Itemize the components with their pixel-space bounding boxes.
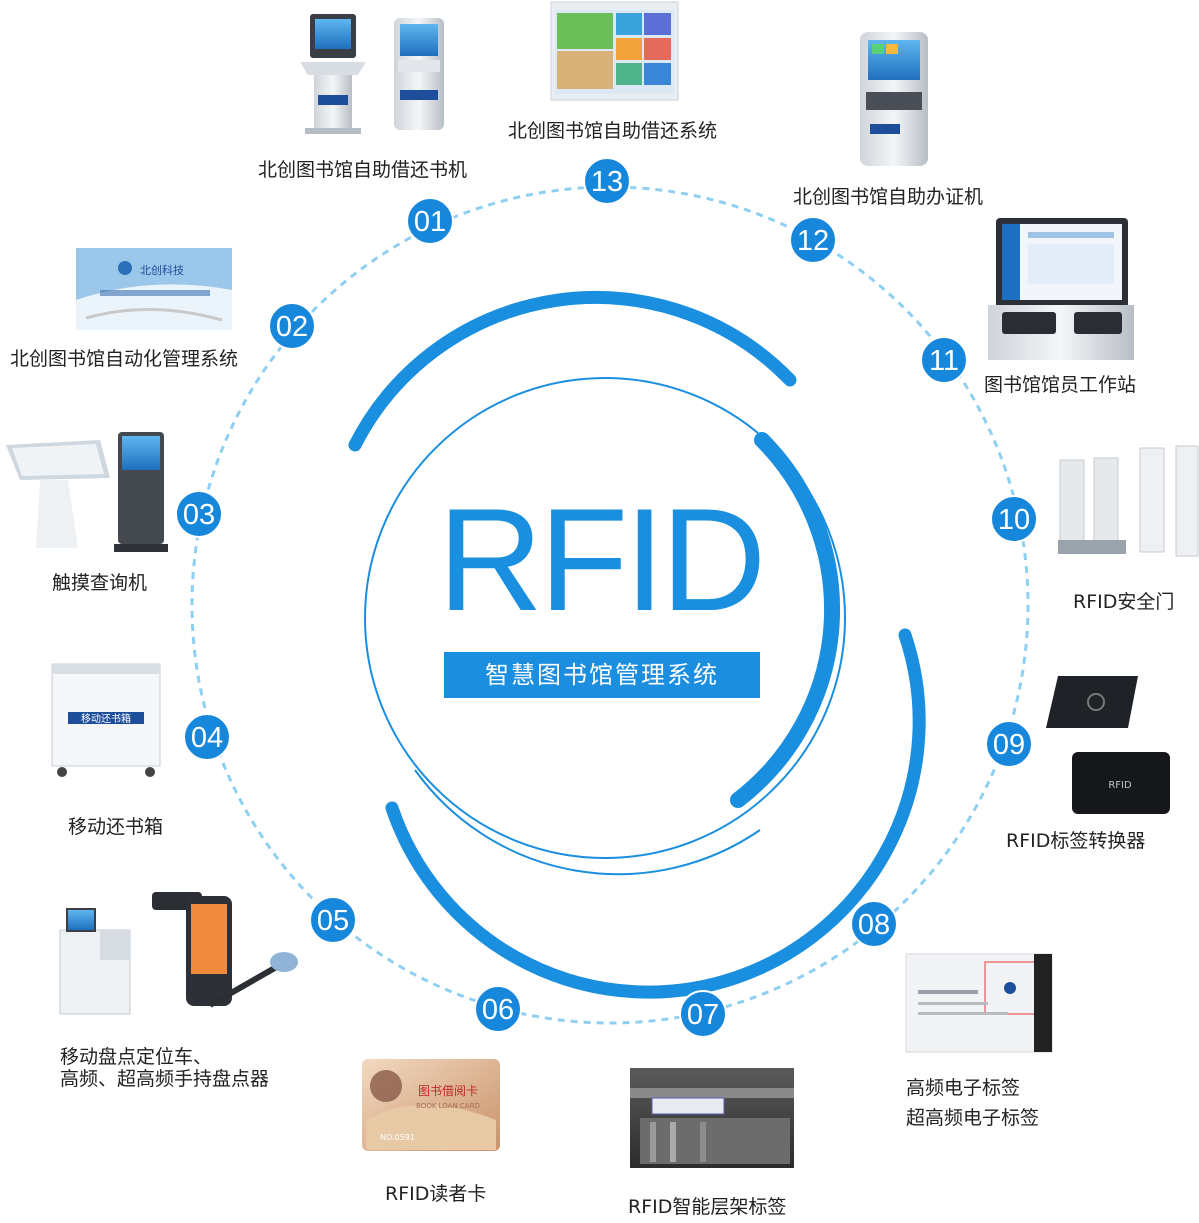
- node-badge-08: [850, 900, 898, 948]
- node-badge-02: [268, 302, 316, 350]
- node-badge-03: [175, 490, 223, 538]
- node-badge-05: [309, 896, 357, 944]
- node-badge-01: [406, 197, 454, 245]
- tag-converter-image: RFID: [1046, 676, 1170, 814]
- node-label-05b: 高频、超高频手持盘点器: [60, 1068, 270, 1090]
- node-badge-number-06: 06: [482, 994, 514, 1026]
- node-label-08a: 高频电子标签: [906, 1077, 1021, 1099]
- node-label-02: 北创图书馆自动化管理系统: [10, 348, 239, 370]
- node-label-01: 北创图书馆自助借还书机: [258, 159, 468, 181]
- center-title: RFID: [437, 478, 767, 641]
- security-gate-image: [1058, 445, 1199, 557]
- node-label-06: RFID读者卡: [385, 1183, 487, 1205]
- number-badges: 01 02 03 04 05 06 07 08 09 10 11 12 13: [175, 157, 1038, 1038]
- central-rings: [348, 290, 926, 999]
- self-checkout-kiosk-image: [300, 14, 444, 134]
- return-box-text: 移动还书箱: [81, 712, 131, 725]
- node-badge-13: [583, 157, 631, 205]
- node-badge-number-08: 08: [858, 909, 890, 941]
- inventory-cart-handheld-image: [59, 892, 298, 1015]
- node-label-12: 北创图书馆自助办证机: [793, 186, 984, 208]
- node-badge-number-04: 04: [191, 722, 223, 754]
- mobile-return-box-image: 移动还书箱: [51, 663, 161, 777]
- reader-card-number: NO.0591: [380, 1133, 415, 1142]
- software-brand-text: 北创科技: [140, 263, 184, 277]
- node-label-11: 图书馆馆员工作站: [984, 374, 1137, 396]
- converter-text: RFID: [1108, 780, 1132, 791]
- node-badge-number-05: 05: [317, 905, 349, 937]
- node-badge-number-09: 09: [993, 729, 1025, 761]
- reader-card-subtitle: BOOK LOAN CARD: [416, 1102, 480, 1110]
- node-label-07: RFID智能层架标签: [628, 1196, 787, 1218]
- node-badge-number-11: 11: [929, 345, 959, 377]
- node-badge-09: [985, 720, 1033, 768]
- touch-query-machine-image: [6, 432, 168, 552]
- node-badge-10: [990, 495, 1038, 543]
- node-label-04: 移动还书箱: [68, 816, 164, 838]
- node-badge-number-12: 12: [797, 225, 829, 257]
- node-label-13: 北创图书馆自助借还系统: [508, 120, 718, 142]
- reader-card-title: 图书借阅卡: [418, 1084, 478, 1098]
- card-issuing-kiosk-image: [860, 32, 928, 166]
- node-badge-06: [474, 985, 522, 1033]
- librarian-workstation-image: [988, 218, 1134, 360]
- node-badge-number-07: 07: [687, 999, 719, 1031]
- node-badge-12: [789, 216, 837, 264]
- self-service-system-screen-image: [550, 1, 679, 101]
- center-subtitle: 智慧图书馆管理系统: [444, 652, 760, 698]
- node-label-05a: 移动盘点定位车、: [60, 1046, 213, 1068]
- shelf-label-image: [630, 1068, 794, 1168]
- node-badge-number-10: 10: [998, 504, 1030, 536]
- node-badge-07: [679, 990, 727, 1038]
- node-badge-number-13: 13: [591, 166, 623, 198]
- electronic-tag-image: [905, 953, 1053, 1053]
- management-software-image: 北创科技: [76, 248, 232, 330]
- node-badge-11: [920, 336, 968, 384]
- reader-card-image: 图书借阅卡 BOOK LOAN CARD NO.0591: [362, 1059, 500, 1151]
- node-badge-number-02: 02: [276, 311, 308, 343]
- node-label-08b: 超高频电子标签: [906, 1107, 1040, 1129]
- node-badge-number-01: 01: [414, 206, 446, 238]
- node-label-09: RFID标签转换器: [1006, 830, 1146, 852]
- node-badge-04: [183, 713, 231, 761]
- node-label-10: RFID安全门: [1073, 591, 1175, 613]
- node-label-03: 触摸查询机: [52, 572, 148, 594]
- node-badge-number-03: 03: [183, 499, 215, 531]
